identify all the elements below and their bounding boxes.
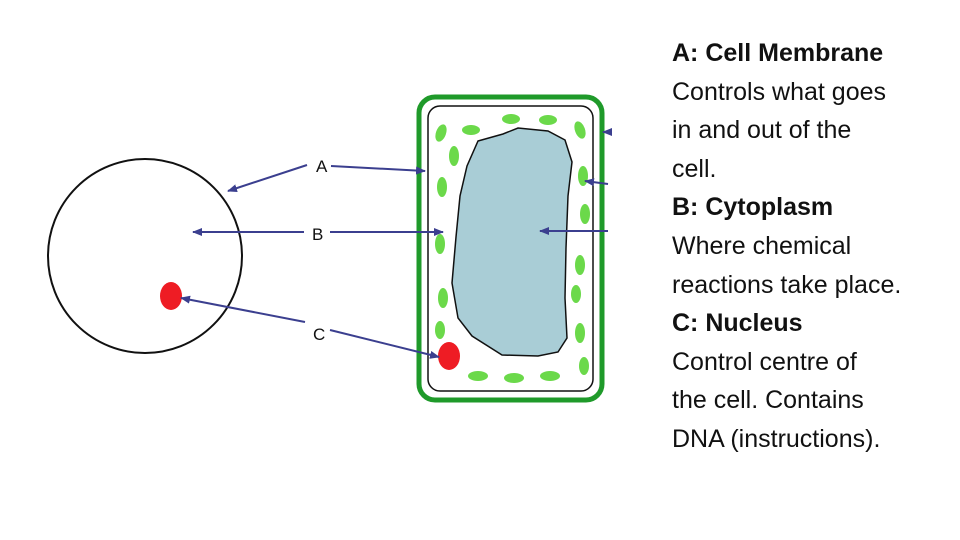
definition-line: the cell. Contains [672,386,864,415]
arrow-right-cytoplasm [584,178,609,187]
animal-cell-nucleus [160,282,182,310]
chloroplast [575,323,585,343]
definition-heading: B: Cytoplasm [672,193,834,222]
chloroplast [449,146,459,166]
chloroplast [539,115,557,125]
definition-heading: A: Cell Membrane [672,39,884,67]
definition-heading: C: Nucleus [672,309,803,338]
definition-line: cell. [672,154,717,183]
animal-cell-membrane [47,158,243,354]
chloroplast [435,234,445,254]
chloroplast [571,285,581,303]
definition-cell-membrane: A: Cell Membrane Controls what goes in a… [672,34,960,188]
label-c: C [313,325,325,344]
chloroplasts [435,114,590,383]
definition-nucleus: C: Nucleus Control centre of the cell. C… [672,304,960,458]
chloroplast [578,166,588,186]
chloroplast [435,124,447,142]
definition-line: Where chemical [672,231,852,260]
chloroplast [579,357,589,375]
definitions-panel: A: Cell Membrane Controls what goes in a… [672,34,960,459]
chloroplast [575,255,585,275]
plant-cell [416,94,605,403]
chloroplast [437,177,447,197]
chloroplast [468,371,488,381]
chloroplast [574,121,586,139]
chloroplast [502,114,520,124]
definition-cytoplasm: B: Cytoplasm Where chemical reactions ta… [672,188,960,304]
arrow-c-to-plant-nucleus [329,329,440,359]
label-a: A [316,157,328,176]
chloroplast [580,204,590,224]
arrow-c-to-animal-nucleus [180,295,306,323]
definition-line: Control centre of [672,347,857,376]
definition-line: in and out of the [672,116,852,145]
plant-cell-vacuole [451,127,573,357]
chloroplast [540,371,560,381]
plant-cell-nucleus [438,342,460,370]
chloroplast [435,321,445,339]
animal-cell [47,158,243,354]
definition-line: Controls what goes [672,77,887,106]
chloroplast [462,125,480,135]
arrow-a-to-animal-membrane [227,164,308,192]
label-b: B [312,225,323,244]
definition-line: DNA (instructions). [672,424,881,453]
arrow-a-to-plant-membrane [330,165,426,175]
definition-line: reactions take place. [672,270,902,299]
chloroplast [438,288,448,308]
chloroplast [504,373,524,383]
